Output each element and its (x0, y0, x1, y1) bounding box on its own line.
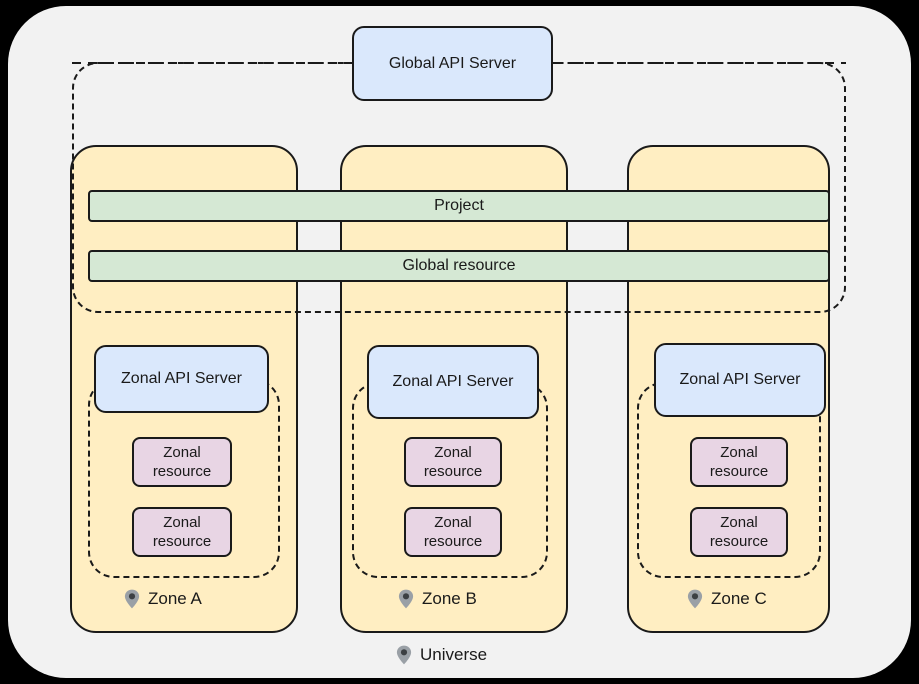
zonal-api-server-c[interactable]: Zonal API Server (654, 343, 826, 417)
global-resource-bar-label: Global resource (402, 257, 516, 274)
zonal-resource-c-1-line2: resource (709, 463, 769, 480)
zonal-api-server-c-label: Zonal API Server (679, 371, 801, 388)
zonal-resource-a-2-line2: resource (152, 533, 212, 550)
universe-label-text: Universe (420, 645, 488, 664)
zonal-resource-a-1[interactable]: Zonal resource (132, 437, 232, 487)
zonal-resource-b-2-line2: resource (423, 533, 483, 550)
zonal-resource-b-1-line2: resource (423, 463, 483, 480)
zonal-resource-c-1-line1: Zonal (720, 444, 758, 461)
zonal-resource-a-2[interactable]: Zonal resource (132, 507, 232, 557)
global-api-server[interactable]: Global API Server (352, 26, 553, 101)
location-pin-icon (124, 589, 140, 609)
zone-label-a: Zone A (124, 589, 202, 609)
project-bar-label: Project (434, 197, 484, 214)
zonal-resource-b-1[interactable]: Zonal resource (404, 437, 502, 487)
zonal-resource-c-2-line2: resource (709, 533, 769, 550)
zonal-resource-b-1-line1: Zonal (434, 444, 472, 461)
zone-label-b: Zone B (398, 589, 477, 609)
zonal-api-server-a[interactable]: Zonal API Server (94, 345, 269, 413)
universe-label: Universe (396, 645, 487, 665)
zonal-resource-c-2-line1: Zonal (720, 514, 758, 531)
zonal-resource-b-2-line1: Zonal (434, 514, 472, 531)
location-pin-icon (687, 589, 703, 609)
global-api-server-label: Global API Server (388, 54, 517, 72)
location-pin-icon (398, 589, 414, 609)
location-pin-icon (396, 645, 412, 665)
zonal-resource-a-1-line2: resource (152, 463, 212, 480)
zone-label-c-text: Zone C (711, 589, 767, 608)
zonal-api-server-a-label: Zonal API Server (121, 370, 242, 387)
zone-label-a-text: Zone A (148, 589, 202, 608)
zonal-resource-a-1-line1: Zonal (163, 444, 201, 461)
zonal-api-server-b-label: Zonal API Server (392, 373, 514, 390)
zonal-resource-c-1[interactable]: Zonal resource (690, 437, 788, 487)
zone-label-b-text: Zone B (422, 589, 477, 608)
zonal-resource-a-2-line1: Zonal (163, 514, 201, 531)
zone-label-c: Zone C (687, 589, 767, 609)
zonal-api-server-b[interactable]: Zonal API Server (367, 345, 539, 419)
zonal-resource-c-2[interactable]: Zonal resource (690, 507, 788, 557)
zonal-resource-b-2[interactable]: Zonal resource (404, 507, 502, 557)
project-bar[interactable]: Project (88, 190, 830, 222)
global-resource-bar[interactable]: Global resource (88, 250, 830, 282)
